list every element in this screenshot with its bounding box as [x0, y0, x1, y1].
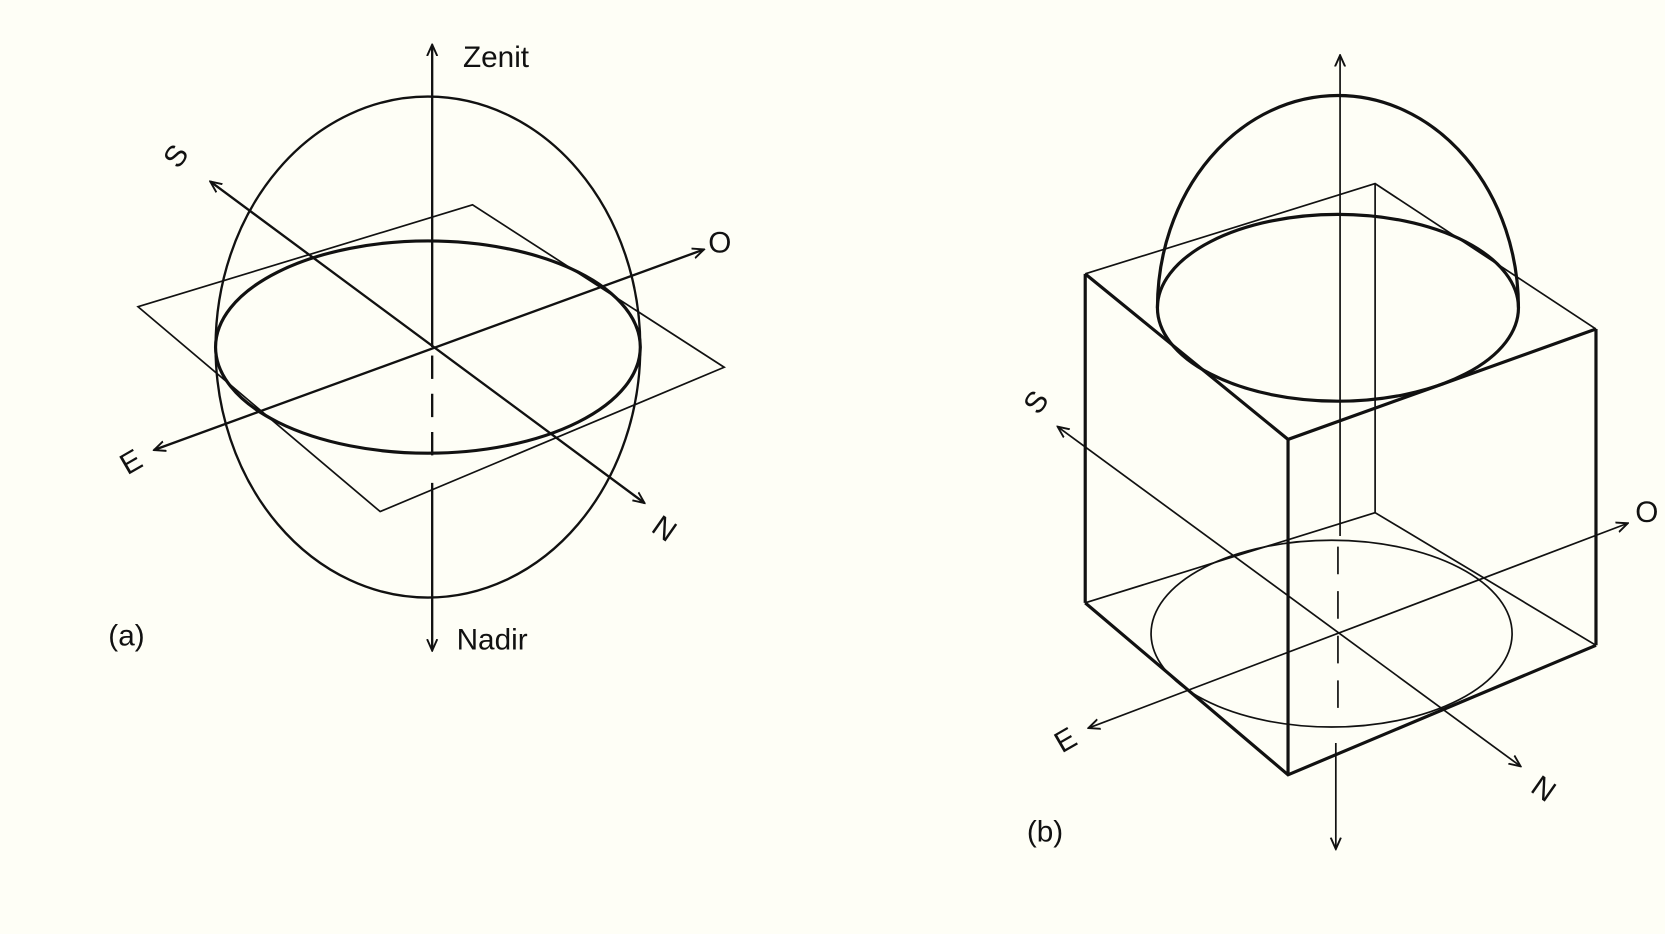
cube-top-back-edges — [1084, 182, 1597, 330]
figure-b: S O E N (b) — [1017, 55, 1658, 849]
bottom-horizon-circle — [1150, 539, 1513, 728]
horizon-circle — [213, 239, 642, 455]
south-north-axis — [210, 181, 644, 503]
cube-bottom-front-edges — [1084, 601, 1597, 777]
nadir-label: Nadir — [457, 624, 528, 657]
south-label: S — [1017, 385, 1055, 420]
west-label: O — [708, 227, 731, 260]
figure-a-label: (a) — [108, 619, 144, 652]
hemisphere-dome — [1155, 94, 1521, 308]
top-horizon-circle — [1155, 212, 1521, 403]
east-label: E — [114, 443, 148, 481]
figure-a: Zenit Nadir S O E N (a) — [108, 41, 731, 657]
north-label: N — [1525, 769, 1562, 808]
zenith-label: Zenit — [463, 41, 530, 74]
celestial-sphere — [214, 95, 642, 599]
north-label: N — [646, 509, 683, 548]
figure-b-label: (b) — [1027, 816, 1063, 849]
south-label: S — [157, 139, 195, 174]
east-label: E — [1049, 721, 1083, 759]
east-west-axis — [1088, 523, 1627, 728]
east-west-axis — [154, 249, 704, 450]
west-label: O — [1635, 496, 1658, 529]
